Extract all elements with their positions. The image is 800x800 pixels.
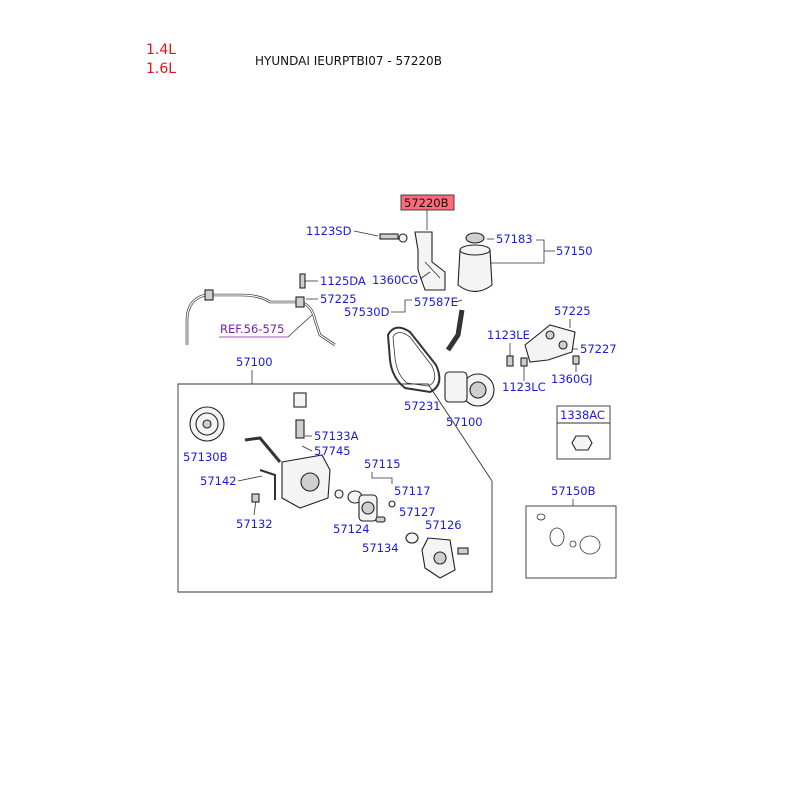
inlet-pipe — [244, 436, 282, 463]
hose-inner — [186, 294, 336, 346]
fitting-part — [293, 392, 307, 408]
leader-line — [287, 314, 313, 338]
label-1360CG[interactable]: 1360CG — [372, 273, 418, 287]
housing-bore — [300, 472, 320, 492]
label-57227[interactable]: 57227 — [580, 342, 617, 356]
label-1123LE[interactable]: 1123LE — [487, 328, 530, 342]
bracket-detail — [424, 261, 441, 279]
bolt-part — [299, 273, 306, 289]
bolt-part — [251, 493, 260, 503]
label-1360GJ[interactable]: 1360GJ — [551, 372, 593, 386]
label-57134[interactable]: 57134 — [362, 541, 399, 555]
label-57231[interactable]: 57231 — [404, 399, 441, 413]
nut-part — [571, 435, 593, 451]
hose-clamp — [295, 296, 305, 308]
label-57142[interactable]: 57142 — [200, 474, 237, 488]
valve-part — [295, 419, 305, 439]
washer-part — [398, 233, 408, 243]
bolt-part — [457, 547, 469, 555]
leader-line — [419, 271, 431, 280]
bolt-part — [572, 355, 580, 365]
label-57117[interactable]: 57117 — [394, 484, 431, 498]
label-57133A[interactable]: 57133A — [314, 429, 359, 443]
label-1338AC[interactable]: 1338AC — [560, 408, 605, 422]
page-title: HYUNDAI IEURPTBI07 - 57220B — [255, 54, 442, 68]
leader-line — [455, 299, 463, 303]
bolt-part — [520, 357, 528, 367]
hose-clamp — [204, 289, 214, 301]
pin-part — [388, 500, 396, 508]
bolt-part — [506, 355, 514, 367]
bracket-part — [414, 231, 446, 291]
pulley-hub — [202, 419, 212, 429]
plate-part — [375, 516, 386, 523]
leader-bracket — [490, 239, 545, 264]
mount-hole — [558, 340, 568, 350]
mount-bracket — [524, 324, 576, 363]
pump-hub — [469, 381, 487, 399]
highlighted-part-label[interactable]: 57220B — [404, 196, 449, 210]
label-57745[interactable]: 57745 — [314, 444, 351, 458]
ref-label[interactable]: REF.56-575 — [220, 322, 284, 336]
mount-hole — [545, 330, 555, 340]
highlighted-part-box[interactable] — [400, 194, 455, 211]
exploded-view-frame — [177, 383, 493, 593]
rotor-hub — [361, 501, 375, 515]
bracket-pipe — [259, 469, 276, 500]
leader-bracket — [371, 472, 393, 484]
drive-belt — [386, 326, 441, 394]
return-hose — [445, 309, 465, 352]
seal-ring — [536, 513, 546, 521]
seal-ring — [549, 527, 565, 547]
o-ring — [405, 532, 419, 544]
label-57225-right[interactable]: 57225 — [554, 304, 591, 318]
pump-housing — [444, 371, 468, 403]
reservoir-body — [457, 249, 493, 293]
reservoir-cap — [465, 232, 485, 244]
label-57587E[interactable]: 57587E — [414, 295, 458, 309]
leader-line — [391, 299, 412, 313]
leader-line — [353, 230, 379, 237]
label-57126[interactable]: 57126 — [425, 518, 462, 532]
engine-option-1[interactable]: 1.4L — [146, 42, 176, 58]
seal-ring — [579, 535, 601, 555]
label-57115[interactable]: 57115 — [364, 457, 401, 471]
label-57150B[interactable]: 57150B — [551, 484, 596, 498]
label-1123LC[interactable]: 1123LC — [502, 380, 546, 394]
leader-line — [237, 475, 263, 482]
leader-line — [301, 445, 313, 452]
label-57100-right[interactable]: 57100 — [446, 415, 483, 429]
cover-center — [433, 551, 447, 565]
bolt-part — [379, 233, 399, 240]
label-1123SD[interactable]: 1123SD — [306, 224, 352, 238]
drive-belt-inner — [392, 332, 436, 387]
part-box-1338AC — [556, 405, 611, 460]
label-57183[interactable]: 57183 — [496, 232, 533, 246]
label-57127[interactable]: 57127 — [399, 505, 436, 519]
label-57530D[interactable]: 57530D — [344, 305, 390, 319]
engine-option-2[interactable]: 1.6L — [146, 61, 176, 77]
label-57132[interactable]: 57132 — [236, 517, 273, 531]
label-57225-upper[interactable]: 57225 — [320, 292, 357, 306]
label-57130B[interactable]: 57130B — [183, 450, 228, 464]
o-ring — [334, 489, 344, 499]
label-1125DA[interactable]: 1125DA — [320, 274, 366, 288]
label-57150[interactable]: 57150 — [556, 244, 593, 258]
reservoir-top — [459, 244, 491, 256]
label-57100-top[interactable]: 57100 — [236, 355, 273, 369]
seal-kit-box — [525, 505, 617, 579]
seal-ring — [569, 540, 577, 548]
label-57124[interactable]: 57124 — [333, 522, 370, 536]
hose-outer — [185, 293, 336, 347]
